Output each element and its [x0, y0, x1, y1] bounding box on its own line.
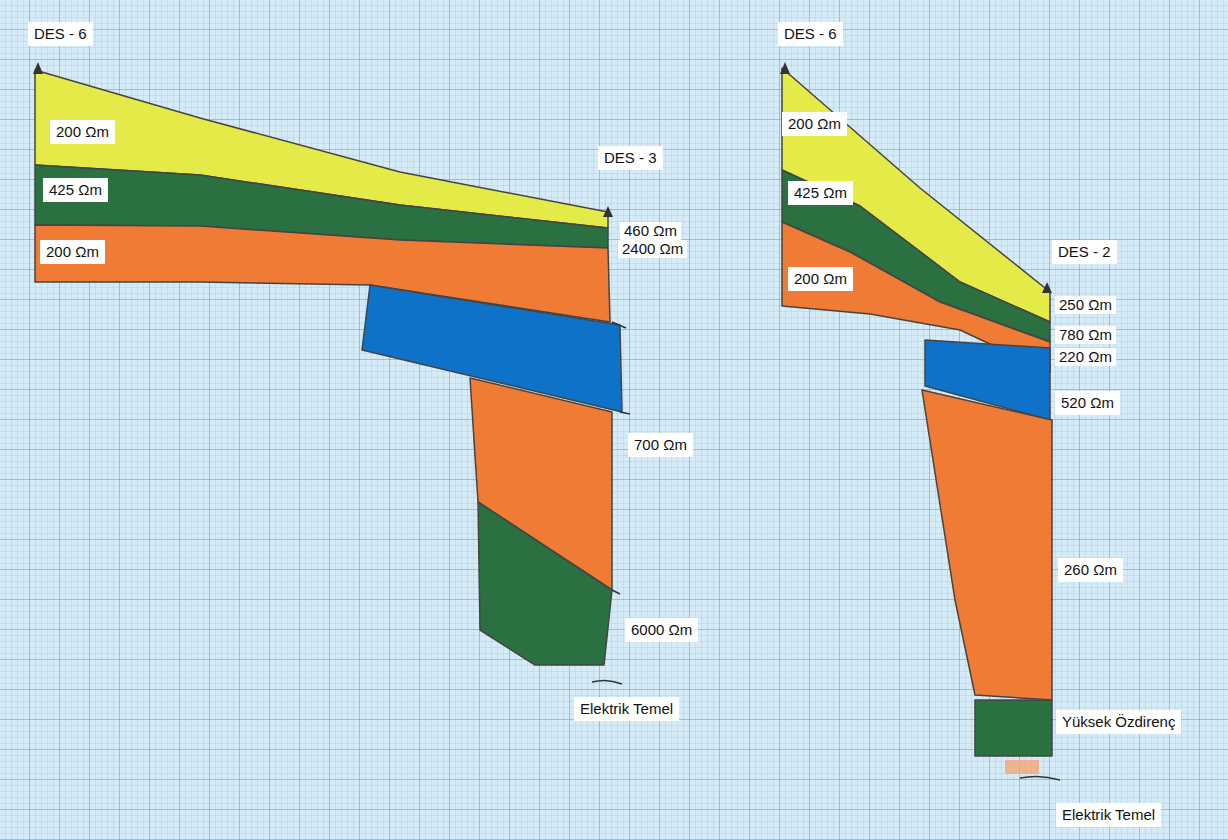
resistivity-label: 425 Ωm [43, 178, 108, 202]
basement-label: Elektrik Temel [574, 697, 679, 721]
resistivity-label: 250 Ωm [1055, 296, 1116, 314]
basement-label: Elektrik Temel [1056, 803, 1161, 827]
resistivity-label: 700 Ωm [628, 433, 693, 457]
resistivity-label: 6000 Ωm [625, 618, 698, 642]
resistivity-label: 260 Ωm [1058, 558, 1123, 582]
resistivity-label: 520 Ωm [1055, 391, 1120, 415]
resistivity-label: 200 Ωm [40, 240, 105, 264]
station-label: DES - 6 [778, 22, 843, 46]
resistivity-label: 200 Ωm [782, 112, 847, 136]
station-label: DES - 2 [1052, 240, 1117, 264]
resistivity-label: 200 Ωm [50, 120, 115, 144]
resistivity-label: Yüksek Özdirenç [1056, 710, 1181, 734]
resistivity-label: 780 Ωm [1055, 326, 1116, 344]
station-label: DES - 6 [28, 22, 93, 46]
station-label: DES - 3 [598, 146, 663, 170]
resistivity-label: 200 Ωm [788, 267, 853, 291]
resistivity-label: 460 Ωm [620, 222, 681, 240]
resistivity-label: 2400 Ωm [618, 240, 687, 258]
resistivity-label: 425 Ωm [788, 181, 853, 205]
resistivity-label: 220 Ωm [1055, 348, 1116, 366]
